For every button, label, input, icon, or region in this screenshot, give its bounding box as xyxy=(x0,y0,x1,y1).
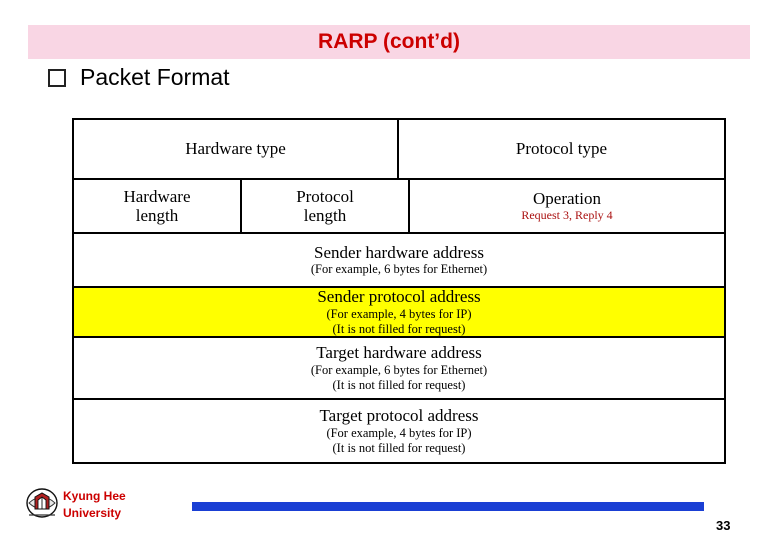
footer-line-2: University xyxy=(63,506,122,521)
field-label: Sender hardware address xyxy=(314,242,484,262)
footer-institution: Kyung Hee University xyxy=(63,488,126,523)
field-note: (For example, 4 bytes for IP) (It is not… xyxy=(326,306,472,336)
rarp-packet-format-diagram: Hardware type Protocol type Hardware len… xyxy=(72,118,726,464)
field-target-hardware-address: Target hardware address (For example, 6 … xyxy=(74,338,724,398)
footer-rule xyxy=(192,502,704,511)
packet-row: Sender protocol address (For example, 4 … xyxy=(74,287,724,338)
field-label: Target hardware address xyxy=(316,343,482,363)
field-label: Target protocol address xyxy=(319,406,479,426)
bullet-row: Packet Format xyxy=(48,64,230,91)
field-label: Hardware type xyxy=(185,139,286,159)
field-label: Hardware length xyxy=(123,186,191,225)
field-note: (For example, 6 bytes for Ethernet) xyxy=(310,262,488,277)
field-target-protocol-address: Target protocol address (For example, 4 … xyxy=(74,400,724,462)
field-hardware-type: Hardware type xyxy=(74,120,399,178)
packet-row: Sender hardware address (For example, 6 … xyxy=(74,234,724,288)
field-sender-hardware-address: Sender hardware address (For example, 6 … xyxy=(74,234,724,286)
field-label: Protocol length xyxy=(296,186,354,225)
square-bullet-icon xyxy=(48,68,66,87)
field-label: Sender protocol address xyxy=(317,287,481,307)
field-label: Operation xyxy=(533,189,601,209)
field-label: Protocol type xyxy=(515,139,608,159)
page-title: RARP (cont’d) xyxy=(318,30,460,53)
packet-row: Target protocol address (For example, 4 … xyxy=(74,400,724,462)
page-number: 33 xyxy=(716,518,731,533)
field-note: (For example, 6 bytes for Ethernet) (It … xyxy=(310,362,488,392)
field-sender-protocol-address: Sender protocol address (For example, 4 … xyxy=(74,287,724,336)
packet-row: Hardware type Protocol type xyxy=(74,120,724,180)
field-protocol-type: Protocol type xyxy=(399,120,724,178)
packet-row: Target hardware address (For example, 6 … xyxy=(74,338,724,400)
footer-line-1: Kyung Hee xyxy=(63,489,126,503)
bullet-label: Packet Format xyxy=(80,64,230,90)
university-crest-icon xyxy=(26,488,58,518)
field-operation: Operation Request 3, Reply 4 xyxy=(410,180,724,232)
field-hardware-length: Hardware length xyxy=(74,180,242,232)
title-band: RARP (cont’d) xyxy=(28,25,750,59)
field-note: Request 3, Reply 4 xyxy=(521,208,613,223)
field-protocol-length: Protocol length xyxy=(242,180,410,232)
field-note: (For example, 4 bytes for IP) (It is not… xyxy=(326,425,472,455)
packet-row: Hardware length Protocol length Operatio… xyxy=(74,180,724,234)
